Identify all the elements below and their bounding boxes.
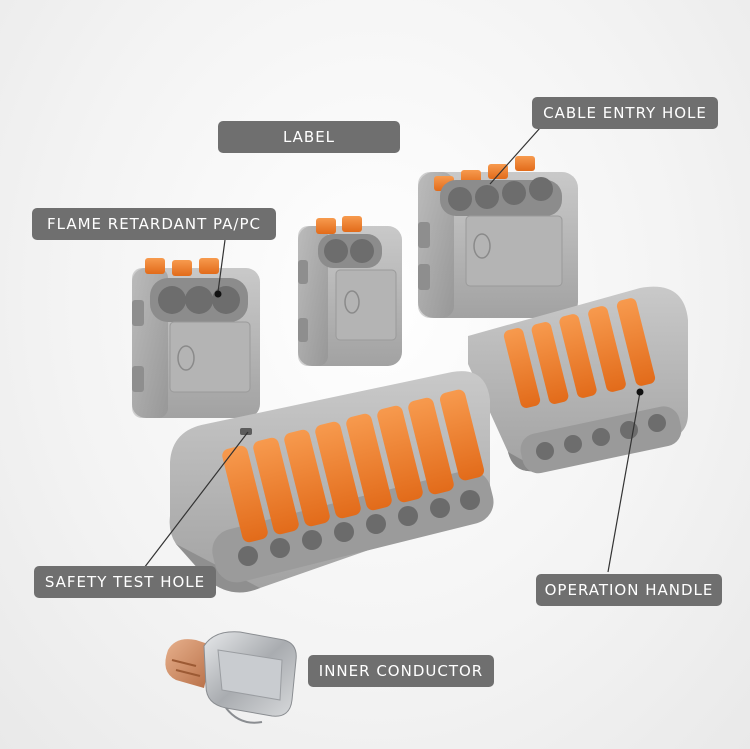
cable-entry-hole-tag: CABLE ENTRY HOLE — [532, 97, 718, 129]
connector-5way — [468, 286, 688, 474]
lever — [222, 445, 268, 543]
leader-safety — [143, 431, 249, 569]
cable-entry-hole — [475, 185, 499, 209]
lever — [315, 421, 361, 519]
label-tag: LABEL — [218, 121, 400, 153]
lever — [199, 258, 219, 274]
cable-entry-hole — [324, 239, 348, 263]
cable-entry-hole — [158, 286, 186, 314]
lever — [488, 164, 508, 179]
lever — [342, 216, 362, 232]
connector-4way — [418, 156, 578, 318]
lever — [346, 413, 392, 511]
connector-2way — [298, 216, 402, 366]
lever — [503, 328, 541, 408]
lever — [145, 258, 165, 274]
cable-entry-hole — [529, 177, 553, 201]
connector-8way — [169, 371, 494, 593]
lever — [253, 437, 299, 535]
operation-handle-tag: OPERATION HANDLE — [536, 574, 722, 606]
lever-row — [222, 389, 485, 543]
lever — [284, 429, 330, 527]
connector-3way — [132, 258, 260, 418]
lever — [588, 306, 626, 392]
cable-entry-hole — [185, 286, 213, 314]
lever — [408, 397, 454, 495]
safety-test-hole-tag: SAFETY TEST HOLE — [34, 566, 216, 598]
cable-entry-hole — [502, 181, 526, 205]
leader-lines — [143, 127, 644, 573]
cable-entry-hole — [448, 187, 472, 211]
leader-cable-entry — [489, 127, 541, 185]
lever — [172, 260, 192, 276]
lever — [531, 322, 569, 404]
lever — [515, 156, 535, 171]
leader-operation — [607, 391, 641, 573]
lever — [316, 218, 336, 234]
lever — [439, 389, 485, 481]
lever — [377, 405, 423, 503]
cable-entry-hole — [212, 286, 240, 314]
inner-conductor-part — [165, 631, 297, 724]
leader-flame — [217, 239, 226, 293]
inner-conductor-tag: INNER CONDUCTOR — [308, 655, 494, 687]
cable-entry-hole — [350, 239, 374, 263]
lever — [559, 314, 597, 398]
lever — [616, 298, 656, 386]
safety-test-hole — [240, 428, 252, 435]
flame-retardant-tag: FLAME RETARDANT PA/PC — [32, 208, 276, 240]
